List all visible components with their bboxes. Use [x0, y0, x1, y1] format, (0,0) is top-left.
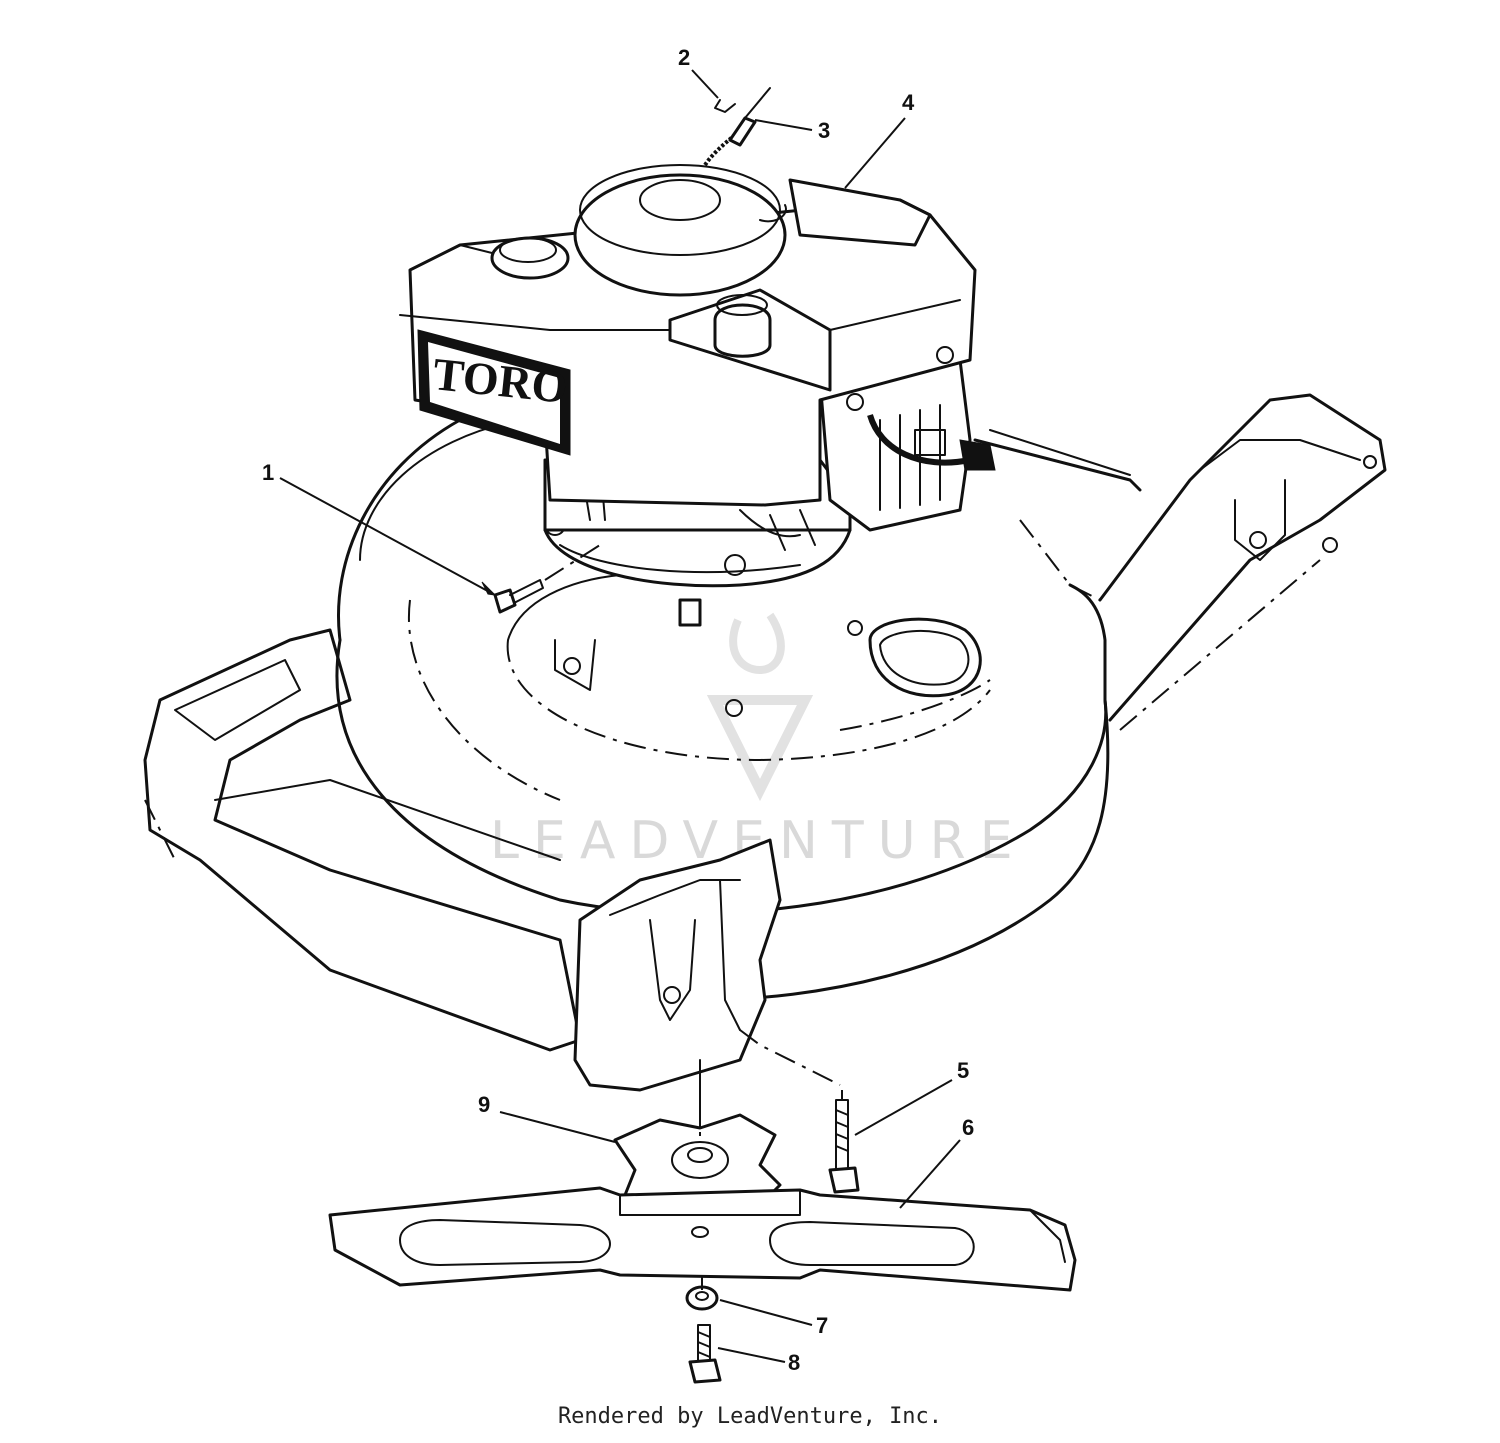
callout-6: 6 — [899, 1115, 974, 1209]
svg-text:5: 5 — [957, 1058, 969, 1083]
svg-text:9: 9 — [478, 1092, 490, 1117]
engine: TORO — [399, 164, 996, 627]
svg-text:1: 1 — [262, 460, 274, 485]
callout-4: 4 — [844, 90, 915, 189]
mower-deck — [143, 393, 1387, 1131]
svg-text:2: 2 — [678, 45, 690, 70]
callout-7: 7 — [719, 1299, 828, 1338]
svg-text:8: 8 — [788, 1350, 800, 1375]
callout-1: 1 — [262, 460, 497, 596]
blade-retaining-bolt — [688, 1324, 722, 1384]
mower-blade — [328, 1186, 1077, 1292]
callout-3: 3 — [754, 118, 830, 143]
blade-washer — [685, 1275, 719, 1311]
svg-text:6: 6 — [962, 1115, 974, 1140]
callout-8: 8 — [717, 1347, 800, 1375]
svg-text:3: 3 — [818, 118, 830, 143]
footer-credit: Rendered by LeadVenture, Inc. — [557, 1404, 943, 1429]
svg-text:4: 4 — [902, 90, 915, 115]
engine-mounting-bolt — [493, 544, 601, 614]
callout-5: 5 — [854, 1058, 969, 1136]
callout-2: 2 — [678, 45, 719, 99]
svg-text:7: 7 — [816, 1313, 828, 1338]
throttle-cable — [703, 87, 771, 167]
blade-bolt — [828, 1090, 860, 1194]
callout-9: 9 — [478, 1092, 616, 1143]
